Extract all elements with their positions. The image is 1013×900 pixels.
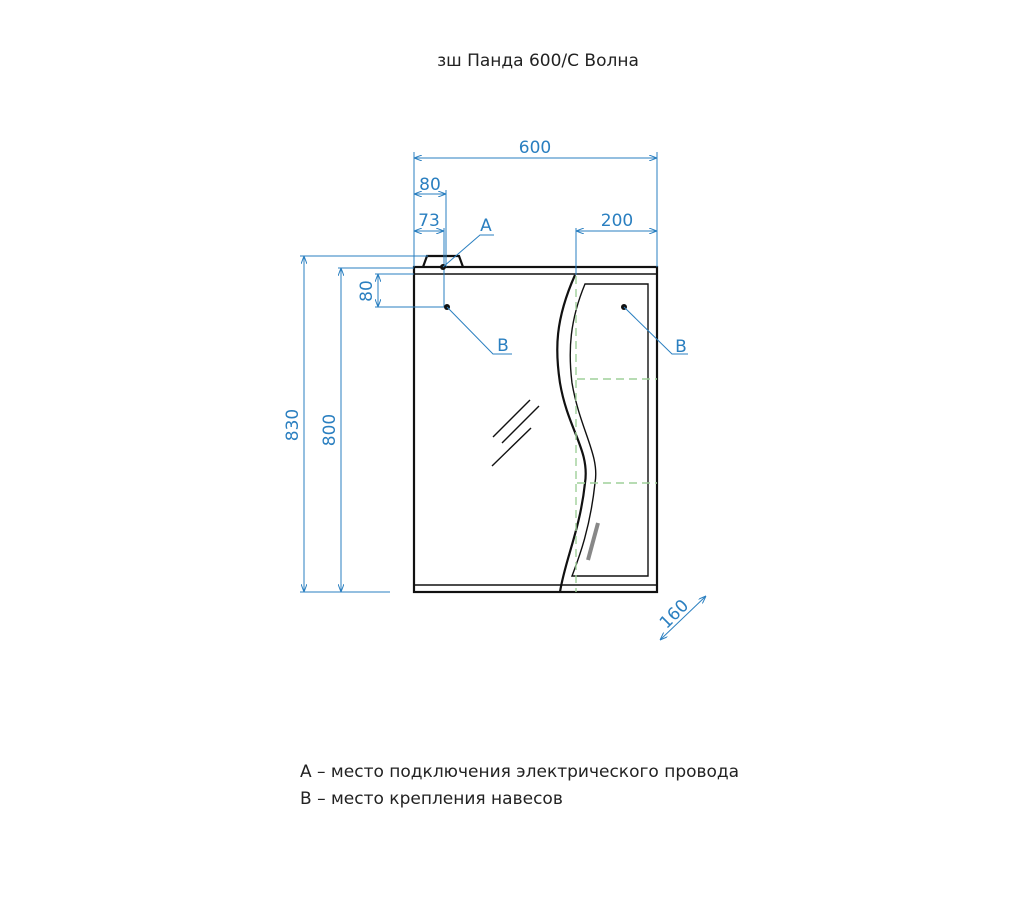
dim-lamp-center: 73: [418, 211, 440, 231]
dim-depth: 160: [656, 596, 693, 633]
marker-b-left-label: B: [497, 336, 509, 356]
lamp: [421, 254, 465, 268]
marker-points: [440, 234, 688, 355]
dim-mount-offset: 80: [357, 280, 377, 302]
cabinet-outline: [412, 265, 659, 594]
door-handle: [586, 522, 600, 561]
legend-a: A – место подключения электрического про…: [300, 762, 739, 782]
shelves: [575, 276, 657, 592]
mirror-reflection-icon: [491, 399, 540, 467]
marker-a-label: A: [480, 216, 492, 236]
dim-width: 600: [519, 138, 551, 158]
marker-b-right-label: B: [675, 337, 687, 357]
dimension-lines: [300, 152, 706, 640]
dim-right-section: 200: [601, 211, 633, 231]
dim-total-height: 830: [283, 409, 303, 441]
drawing-title: зш Панда 600/С Волна: [437, 51, 639, 71]
dim-lamp-offset: 80: [419, 175, 441, 195]
dim-body-height: 800: [320, 414, 340, 446]
legend-b: B – место крепления навесов: [300, 789, 563, 809]
